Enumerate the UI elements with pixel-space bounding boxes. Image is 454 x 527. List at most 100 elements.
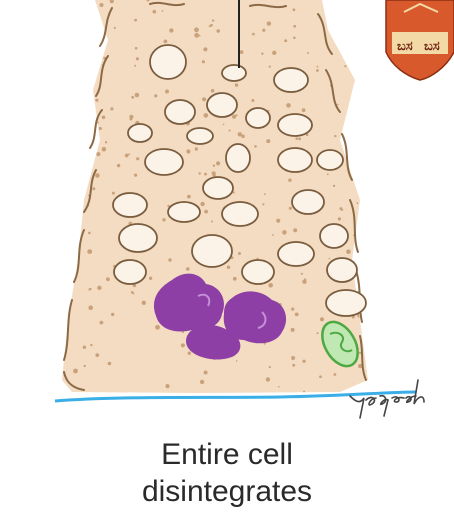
granule — [64, 70, 67, 74]
granule — [291, 307, 295, 311]
vacuole — [206, 92, 238, 118]
granule — [211, 220, 213, 223]
granule — [366, 333, 368, 338]
granule — [96, 152, 101, 157]
vacuole — [277, 147, 313, 173]
granule — [141, 300, 146, 305]
granule — [201, 60, 205, 64]
granule — [288, 206, 292, 210]
granule — [89, 287, 92, 291]
granule — [88, 231, 91, 235]
granule — [208, 25, 211, 28]
granule — [337, 217, 341, 221]
granule — [300, 272, 303, 275]
granule — [134, 64, 137, 67]
granule — [286, 103, 291, 108]
granule — [203, 47, 208, 52]
granule — [364, 174, 367, 178]
granule — [266, 21, 272, 26]
granule — [203, 370, 208, 375]
granule — [59, 191, 62, 194]
granule — [87, 249, 93, 255]
granule — [352, 117, 357, 123]
granule — [198, 34, 201, 37]
granule — [194, 147, 198, 151]
granule — [358, 363, 363, 369]
granule — [369, 5, 371, 7]
granule — [290, 327, 295, 332]
granule — [131, 95, 135, 99]
granule — [74, 144, 78, 148]
granule — [307, 52, 309, 54]
granule — [252, 32, 255, 36]
granule — [181, 331, 184, 334]
granule — [237, 132, 242, 137]
granule — [212, 173, 216, 177]
granule — [155, 324, 160, 330]
granule — [211, 19, 215, 22]
granule — [272, 50, 277, 55]
granule — [210, 89, 215, 93]
granule — [84, 62, 88, 66]
granule — [356, 239, 360, 242]
granule — [202, 97, 207, 102]
granule — [162, 218, 166, 222]
granule — [226, 265, 231, 269]
granule — [298, 137, 301, 141]
granule — [268, 366, 271, 369]
granule — [337, 103, 339, 106]
granule — [111, 312, 115, 317]
granule — [104, 141, 108, 144]
vacuole — [186, 127, 214, 145]
granule — [216, 161, 221, 166]
granule — [63, 309, 67, 312]
vacuole — [277, 241, 315, 267]
granule — [222, 123, 225, 126]
granule — [134, 92, 140, 98]
granule — [63, 311, 66, 314]
granule — [343, 37, 346, 40]
granule — [366, 259, 368, 262]
granule — [302, 359, 306, 363]
granule — [276, 218, 281, 223]
svg-text:ಬಸ: ಬಸ — [397, 39, 413, 54]
granule — [146, 0, 150, 2]
granule — [187, 351, 191, 355]
granule — [261, 52, 264, 55]
granule — [268, 283, 274, 288]
granule — [334, 134, 337, 138]
granule — [134, 46, 138, 50]
granule — [319, 317, 325, 322]
vacuole — [149, 44, 187, 80]
granule — [99, 3, 104, 7]
granule — [301, 108, 306, 113]
granule — [62, 140, 64, 144]
granule — [340, 208, 344, 211]
granule — [92, 187, 96, 191]
vacuole — [225, 143, 251, 173]
vacuole — [325, 289, 367, 317]
granule — [278, 385, 280, 388]
vacuole — [112, 192, 148, 218]
granule — [134, 18, 138, 22]
granule — [62, 297, 65, 301]
granule — [106, 277, 110, 282]
nuclear-fragments — [153, 273, 287, 360]
granule — [204, 172, 207, 176]
granule — [87, 194, 90, 197]
granule — [282, 230, 287, 235]
nucleus-fragment — [153, 273, 225, 332]
granule — [326, 173, 329, 176]
granule — [101, 115, 106, 120]
granule — [136, 157, 140, 161]
granule — [254, 145, 257, 148]
vacuole — [221, 64, 247, 82]
vacuole — [144, 148, 184, 176]
granule — [186, 149, 191, 154]
granule — [168, 258, 172, 262]
granule — [73, 368, 78, 374]
granule — [268, 65, 271, 68]
granule — [198, 172, 201, 175]
granule — [262, 28, 266, 32]
granule — [364, 103, 366, 106]
